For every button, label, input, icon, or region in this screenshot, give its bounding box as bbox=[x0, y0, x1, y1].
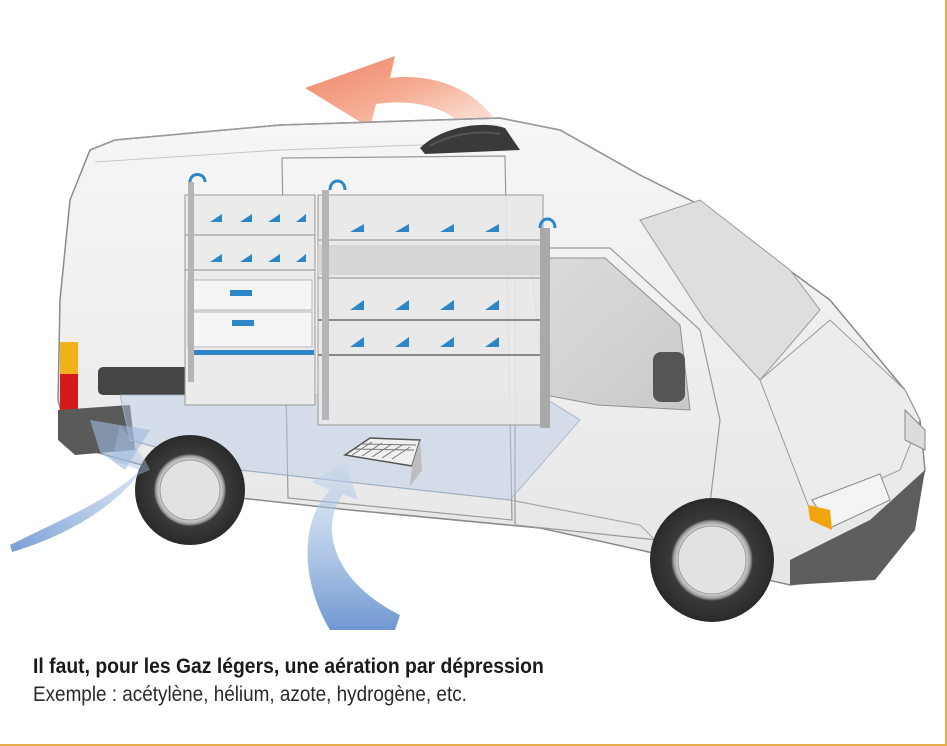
caption-subtitle: Exemple : acétylène, hélium, azote, hydr… bbox=[33, 683, 467, 706]
rear-brake-light bbox=[60, 374, 78, 412]
front-indicator bbox=[808, 505, 832, 530]
rear-indicator bbox=[60, 342, 78, 374]
van-ventilation-illustration bbox=[10, 56, 926, 630]
rear-wheel bbox=[135, 435, 245, 545]
intake-airflow-arrow-rear bbox=[10, 420, 150, 552]
exhaust-airflow-arrow bbox=[305, 56, 500, 135]
roof-extractor-vent-icon bbox=[420, 124, 520, 154]
caption: Il faut, pour les Gaz légers, une aérati… bbox=[33, 654, 913, 707]
front-wheel bbox=[650, 498, 774, 622]
shelving-unit-side bbox=[317, 179, 557, 428]
floor-grille-vent-icon bbox=[343, 437, 422, 486]
caption-title: Il faut, pour les Gaz légers, une aérati… bbox=[33, 654, 544, 678]
rear-side-panel-handle bbox=[98, 367, 188, 395]
intake-airflow-arrow-floor bbox=[307, 462, 400, 630]
shelving-unit-rear bbox=[184, 173, 316, 406]
side-mirror bbox=[653, 352, 685, 402]
